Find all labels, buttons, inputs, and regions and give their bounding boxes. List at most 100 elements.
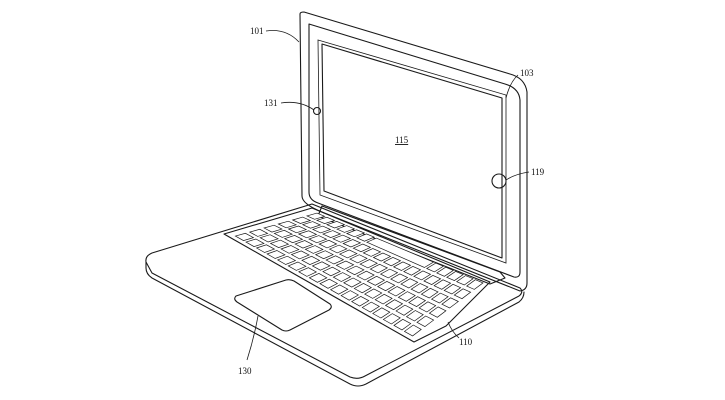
keyboard-key [349,254,368,264]
leader-bezel [505,74,519,99]
keyboard-key [446,271,464,281]
keyboard-key [308,235,328,244]
keyboard-key [403,324,422,337]
keyboard-key [410,283,429,294]
keyboard-key [283,235,304,244]
keyboard-key [382,313,401,325]
keyboard-key [443,283,462,295]
keyboard-key [426,262,445,273]
bezel-outline [308,23,521,278]
keyboard-key [350,295,370,307]
keyboard-key [325,255,345,265]
keyboard-key [287,261,307,271]
keyboard-key [332,234,352,243]
keyboard-key [416,315,435,328]
keyboard-key [382,257,402,267]
keyboard-key [332,272,352,282]
label-display: 115 [395,135,409,145]
keyboard-key [436,266,455,277]
keyboard-key [248,228,269,237]
keyboard-key [326,221,346,229]
keyboard-key [405,310,424,322]
keyboard-key [390,273,409,284]
keyboard-key [372,307,391,319]
keyboard-key [441,297,459,309]
keyboard-key [397,291,416,302]
keyboard-key [280,245,300,254]
keyboard-key [301,255,321,265]
leader-button [505,171,530,181]
keyboard-key [361,301,380,313]
keyboard-key [291,216,312,224]
keyboard-key [366,237,435,268]
keyboard-key [342,239,362,248]
keyboard-key [311,261,331,271]
keyboard-key [319,278,339,289]
keyboard-key [304,245,324,254]
keyboard-key [322,230,342,238]
keyboard-key [395,304,414,316]
keyboard-key [362,248,382,257]
keyboard-key [263,224,283,233]
keyboard-key [338,249,358,259]
label-lid: 101 [250,26,264,36]
label-bezel: 103 [520,68,534,78]
keyboard-key [356,270,375,281]
keyboard-key [294,240,314,249]
keyboard-key [269,239,290,248]
keyboard-key [418,301,437,313]
keyboard-key [356,233,375,242]
keyboard-key [363,288,383,299]
keyboard-key [266,250,286,259]
keyboard-key [455,275,474,286]
keyboard-key [329,284,349,295]
keyboard-key [369,263,389,274]
keyboard-key [245,238,265,247]
keyboard-key [328,244,348,254]
keyboard-key [466,279,484,290]
keyboard-key [234,232,255,241]
keyboard-key [392,261,412,271]
keyboard-key [259,234,279,243]
camera [312,106,322,116]
leader-lid [265,30,300,43]
keyboard-key [290,250,310,260]
home-button [491,173,507,189]
keyboard-key [420,287,439,299]
lid-outline [299,11,528,292]
base-edge [145,261,525,387]
keyboard-key [277,220,298,229]
keyboard-key [340,290,360,301]
keyboard-key [345,265,365,276]
keyboard-key [305,212,326,220]
keyboard-key [308,273,328,283]
keyboard-key [400,278,419,289]
keyboard-key [343,277,362,288]
base-deck [145,203,523,379]
keyboard-key [384,299,404,311]
keyboard-key [379,268,399,279]
keyboard-key [345,229,366,238]
leader-trackpad [246,315,259,361]
keyboard-key [314,250,334,260]
keyboard-key [366,275,386,286]
keyboard-key [423,275,442,285]
keyboard-keys [234,212,484,337]
leader-camera [280,101,315,111]
display-inner-edge [317,39,507,264]
keyboard-key [318,239,338,249]
keyboard-key [376,281,396,292]
keyboard-key [311,225,332,234]
leader-keyboard [447,321,460,339]
keyboard-key [433,279,452,290]
keyboard-key [315,216,336,224]
keyboard-key [273,229,294,238]
keyboard-key [393,318,412,331]
label-camera: 131 [264,98,278,108]
label-button: 119 [531,167,545,177]
keyboard-key [298,267,318,277]
keyboard-key [297,230,318,239]
keyboard-key [374,293,393,305]
keyboard-key [408,296,427,308]
